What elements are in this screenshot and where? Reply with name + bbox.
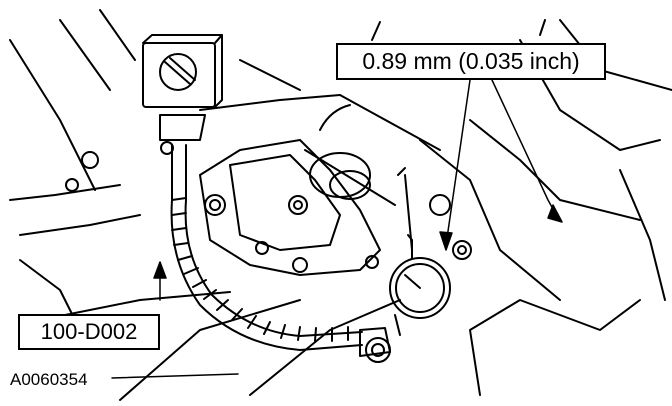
dial-indicator <box>389 167 451 336</box>
tool-callout: 100-D002 <box>18 314 160 350</box>
measurement-callout: 0.89 mm (0.035 inch) <box>336 43 606 80</box>
driveshaft <box>304 94 441 206</box>
tool-number-label: 100-D002 <box>40 319 138 344</box>
measurement-label: 0.89 mm (0.035 inch) <box>362 48 580 74</box>
magnetic-base-arm <box>159 114 391 363</box>
magnetic-base-block <box>142 34 223 108</box>
chassis-frame <box>9 9 672 401</box>
gear-housing <box>65 139 472 276</box>
leader-lines <box>111 79 563 379</box>
figure-id: A0060354 <box>10 370 88 389</box>
